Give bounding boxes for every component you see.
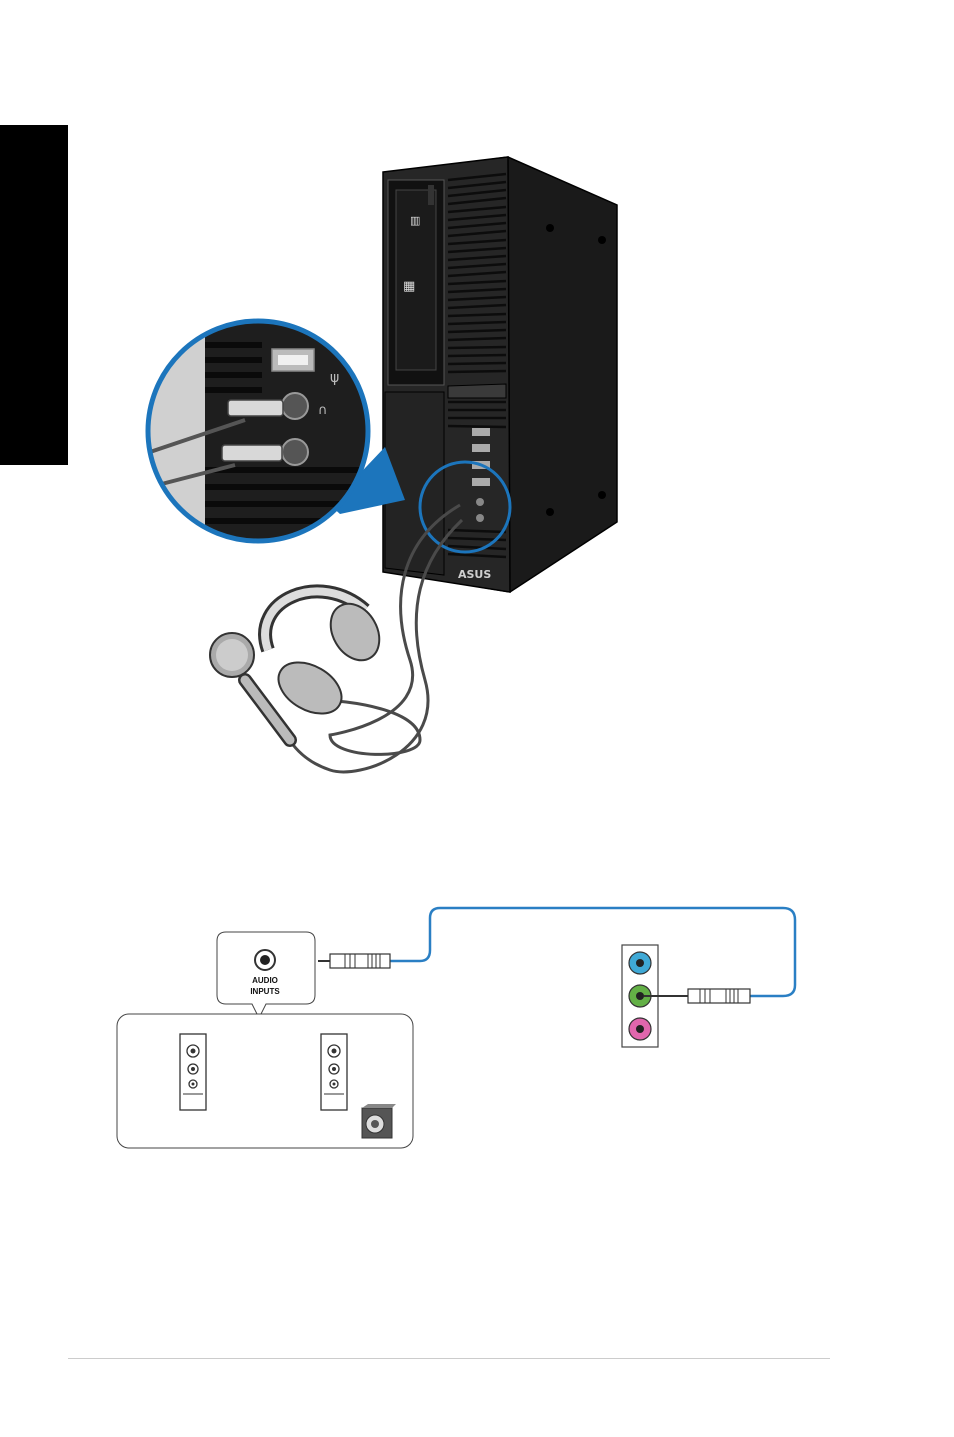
brand-logo: ASUS [458,568,491,581]
zoomed-port-callout: ψ ∩ [140,315,380,550]
svg-text:ψ: ψ [330,370,339,386]
audio-inputs-box: AUDIO INPUTS [217,932,315,1018]
svg-text:∩: ∩ [318,403,328,418]
speaker-icon [180,1034,206,1110]
svg-text:▦: ▦ [403,279,415,294]
audio-plug-icon [318,954,390,968]
subwoofer-icon [362,1104,396,1138]
audio-plug-icon [644,989,750,1003]
audio-inputs-label-line1: AUDIO [252,976,278,985]
headset-connection-figure: ▥ ▦ [0,0,954,820]
speaker-connection-figure: AUDIO INPUTS [0,880,954,1180]
svg-text:▥: ▥ [410,214,420,227]
audio-inputs-label-line2: INPUTS [250,987,280,996]
microphone-icon [210,633,290,740]
audio-cable [390,908,795,996]
desktop-tower-illustration: ▥ ▦ [383,157,617,592]
headphones-icon [265,591,389,724]
speaker-icon [321,1034,347,1110]
footer-rule [68,1358,830,1359]
